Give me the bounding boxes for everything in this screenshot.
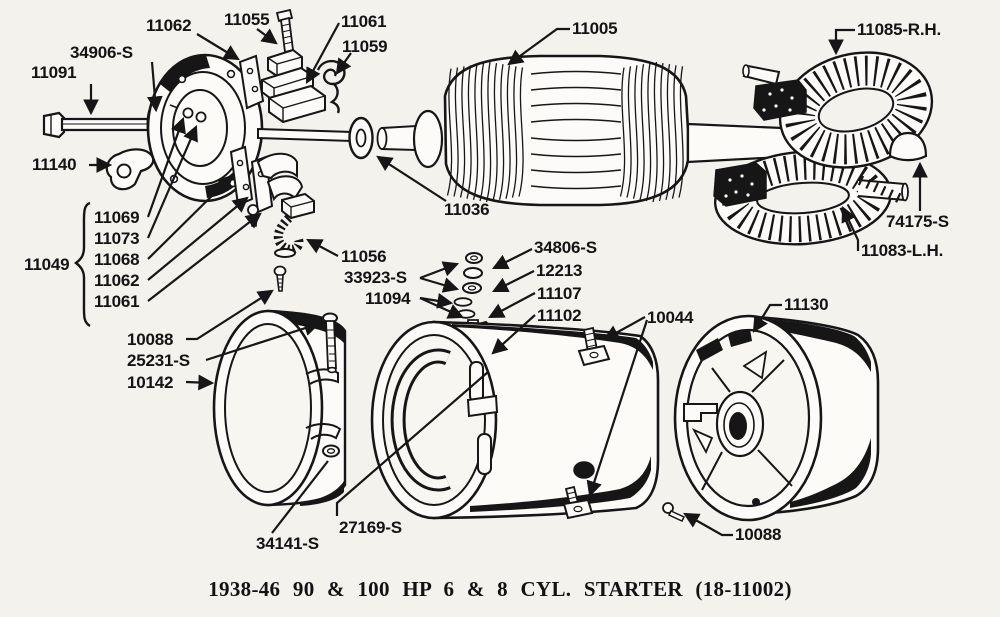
frame-screw-lower bbox=[564, 487, 592, 518]
part-label-34141s: 34141-S bbox=[256, 534, 319, 553]
part-label-11061-top: 11061 bbox=[341, 12, 387, 31]
leader-11061-list bbox=[148, 212, 262, 301]
part-label-10044: 10044 bbox=[647, 308, 694, 327]
brush-screw bbox=[275, 267, 286, 292]
starter-drive-lever bbox=[107, 149, 153, 189]
part-label-34806s: 34806-S bbox=[534, 238, 597, 257]
leader-11073 bbox=[148, 124, 198, 238]
armature-winding-right bbox=[621, 62, 684, 202]
part-label-27169s: 27169-S bbox=[339, 518, 402, 537]
part-label-10088-right: 10088 bbox=[735, 525, 782, 544]
leader-11036 bbox=[376, 155, 446, 201]
leader-25231s bbox=[206, 320, 321, 360]
leader-11062-list bbox=[148, 196, 249, 280]
pole-shoe bbox=[890, 133, 926, 160]
part-label-11073: 11073 bbox=[94, 229, 140, 248]
part-label-11068: 11068 bbox=[94, 250, 140, 269]
part-label-10088-left: 10088 bbox=[127, 330, 174, 349]
part-label-11062-top: 11062 bbox=[146, 16, 192, 35]
leader-10142 bbox=[186, 374, 215, 391]
part-label-33923s: 33923-S bbox=[344, 268, 407, 287]
leader-lines bbox=[76, 23, 928, 535]
part-label-11140: 11140 bbox=[32, 155, 77, 174]
cover-band bbox=[214, 311, 345, 506]
part-label-11055: 11055 bbox=[224, 10, 270, 29]
frame-screw-upper bbox=[579, 328, 609, 365]
part-label-11107: 11107 bbox=[537, 284, 582, 303]
part-label-11056: 11056 bbox=[341, 247, 387, 266]
part-label-11059: 11059 bbox=[342, 37, 388, 56]
figure-caption: 1938-46 90 & 100 HP 6 & 8 CYL. STARTER (… bbox=[208, 577, 792, 601]
part-label-10142: 10142 bbox=[127, 373, 174, 392]
leader-33923s-a bbox=[420, 261, 460, 278]
brush-spring bbox=[318, 61, 344, 113]
part-label-11083-lh: 11083-L.H. bbox=[861, 241, 944, 260]
leader-10044-a bbox=[603, 317, 645, 341]
field-frame bbox=[372, 322, 658, 518]
leader-11130 bbox=[752, 305, 782, 333]
armature-shaft-and-spacer bbox=[258, 111, 442, 167]
part-label-11085-rh: 11085-R.H. bbox=[857, 20, 941, 39]
leader-11062-top bbox=[197, 34, 240, 61]
brush-pigtail-terminal bbox=[275, 194, 314, 257]
leader-34141s bbox=[272, 461, 328, 533]
leader-11094-b bbox=[420, 298, 465, 319]
part-label-11091: 11091 bbox=[31, 63, 77, 82]
end-cap bbox=[675, 316, 878, 520]
leader-10088-left bbox=[186, 289, 274, 339]
leader-27169s bbox=[337, 372, 488, 516]
part-label-11130: 11130 bbox=[784, 295, 829, 314]
leader-11005 bbox=[507, 29, 570, 66]
leader-33923s-b bbox=[420, 278, 460, 293]
leader-10044-b bbox=[586, 320, 647, 498]
armature-core-slots bbox=[531, 72, 621, 189]
leader-11085 bbox=[828, 30, 855, 56]
leader-12213 bbox=[492, 271, 534, 292]
bracket-11049 bbox=[76, 203, 90, 326]
leader-11061-top bbox=[305, 23, 339, 84]
brush-terminal-lower-group bbox=[231, 147, 302, 226]
leader-11102 bbox=[491, 315, 535, 355]
leader-11059 bbox=[335, 53, 351, 75]
band-through-bolt bbox=[323, 314, 337, 373]
end-cap-screw bbox=[663, 503, 684, 521]
part-label-11036: 11036 bbox=[444, 200, 490, 219]
leader-11094-a bbox=[420, 293, 454, 309]
part-label-34906s: 34906-S bbox=[70, 43, 133, 62]
leader-11107 bbox=[488, 293, 535, 319]
part-label-12213: 12213 bbox=[536, 261, 583, 280]
leader-11069 bbox=[148, 116, 186, 217]
part-label-11049: 11049 bbox=[24, 255, 70, 274]
brush-terminal-upper-group bbox=[240, 10, 325, 122]
field-coil-rh bbox=[743, 37, 944, 183]
leader-11068 bbox=[148, 174, 234, 259]
leader-34806s bbox=[492, 249, 532, 269]
part-label-11005: 11005 bbox=[572, 19, 618, 38]
part-label-11069: 11069 bbox=[94, 208, 140, 227]
part-label-11094: 11094 bbox=[365, 289, 411, 308]
leader-11083 bbox=[841, 205, 858, 251]
leader-34906s bbox=[146, 62, 163, 113]
part-label-11062-list: 11062 bbox=[94, 271, 140, 290]
part-label-11061-list: 11061 bbox=[94, 292, 140, 311]
leader-11055 bbox=[257, 29, 278, 45]
armature-winding-left bbox=[448, 62, 524, 202]
part-label-25231s: 25231-S bbox=[127, 351, 190, 370]
leader-11056 bbox=[306, 238, 338, 256]
part-label-74175s: 74175-S bbox=[886, 212, 949, 231]
leader-10088-right bbox=[683, 512, 733, 535]
part-label-11102: 11102 bbox=[537, 306, 582, 325]
